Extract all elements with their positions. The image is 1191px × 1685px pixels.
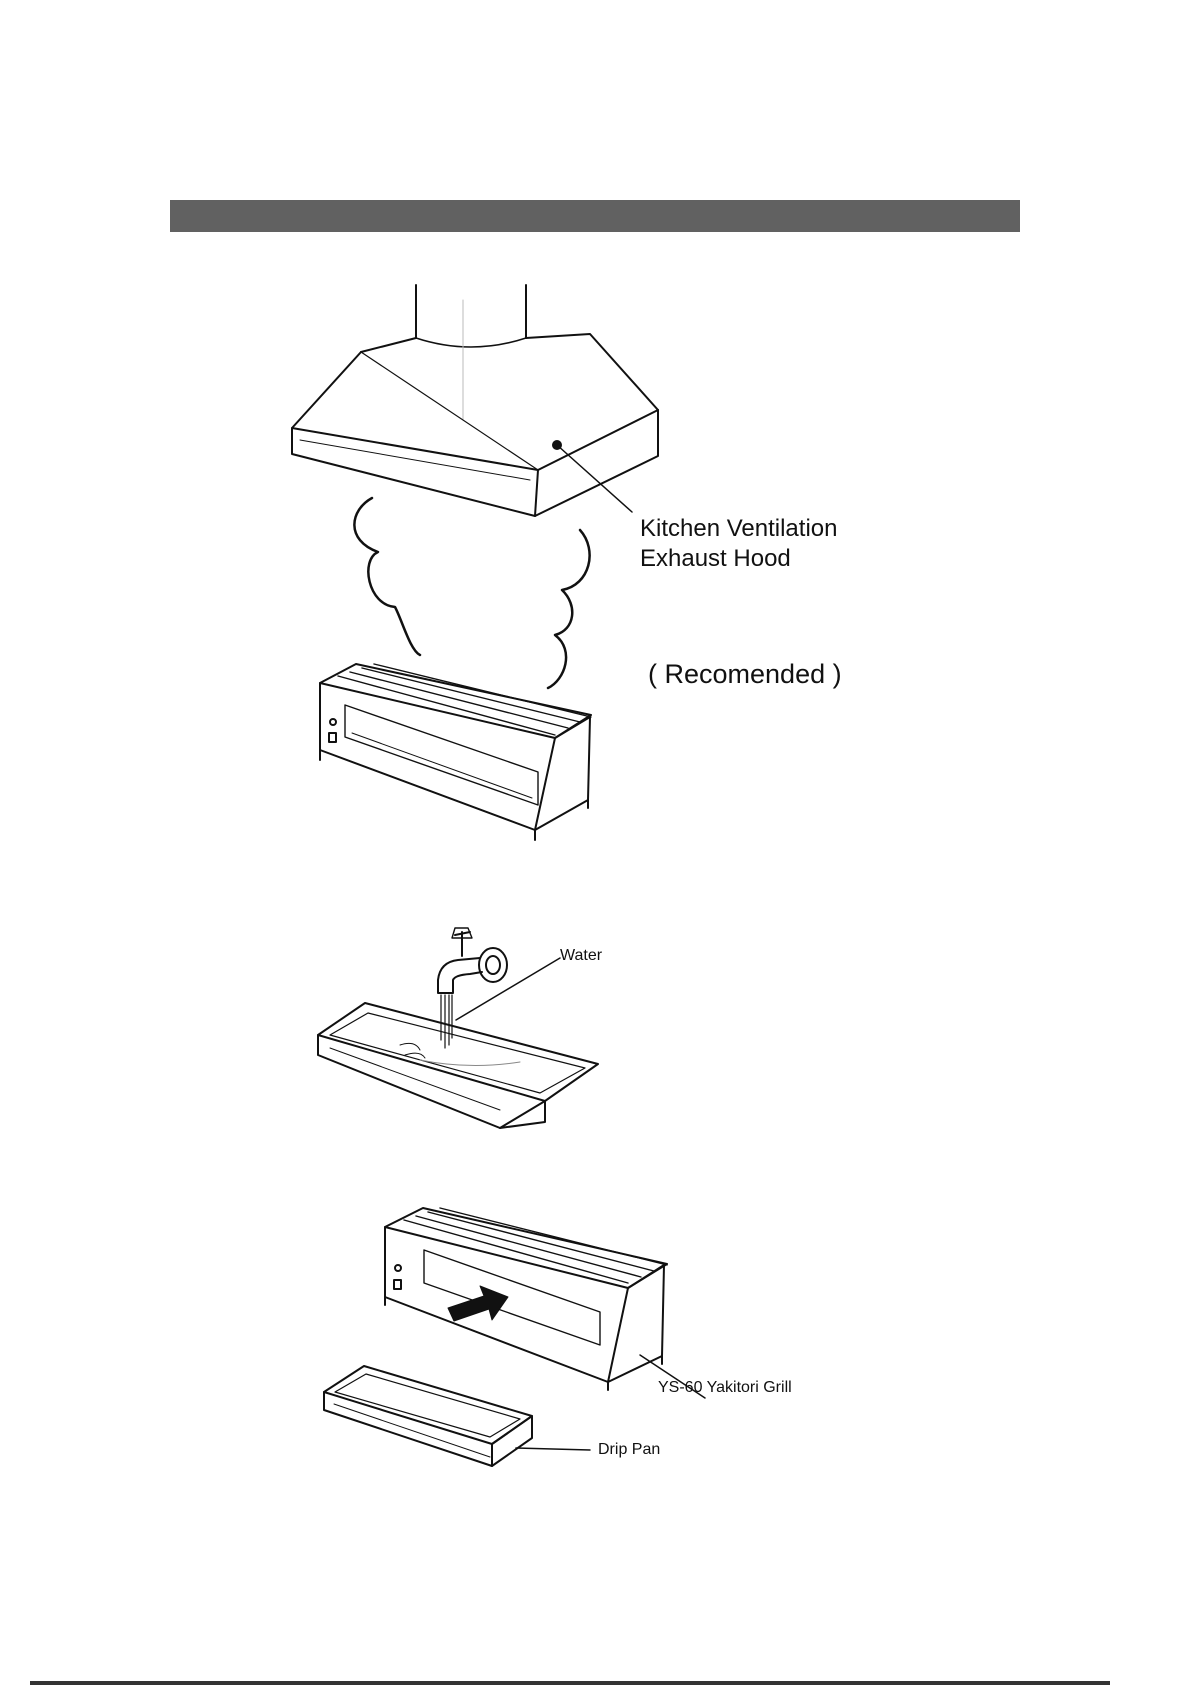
insert-arrow-icon (448, 1286, 508, 1321)
drip-pan-icon (318, 1003, 598, 1128)
drip-pan-label: Drip Pan (598, 1441, 660, 1458)
water-faucet-icon (438, 928, 507, 1048)
bottom-rule (30, 1681, 1110, 1685)
yakitori-grill-icon (320, 664, 591, 840)
water-callout-line (456, 958, 560, 1020)
exhaust-hood-icon (292, 285, 658, 516)
smoke-icon (354, 498, 589, 688)
water-label: Water (560, 947, 603, 964)
grill-label: YS-60 Yakitori Grill (658, 1379, 792, 1396)
hood-callout-line (557, 445, 632, 512)
hood-label-line2: Exhaust Hood (640, 545, 791, 572)
recommended-label: ( Recomended ) (648, 659, 842, 689)
drip-pan-icon (324, 1366, 532, 1466)
drip-pan-callout-line (516, 1448, 590, 1450)
yakitori-grill-icon (385, 1208, 667, 1390)
hood-label-line1: Kitchen Ventilation (640, 515, 837, 542)
